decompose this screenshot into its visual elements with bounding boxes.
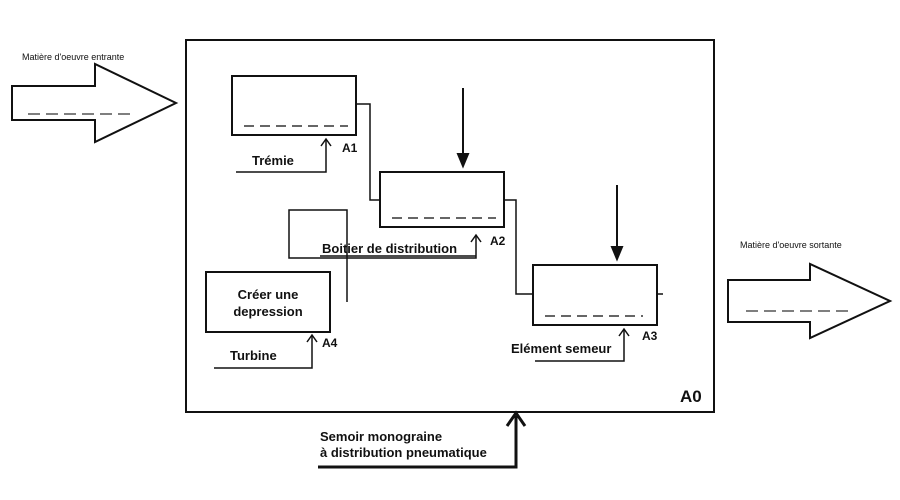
system-label-line1: Semoir monograine (320, 429, 442, 444)
input-label: Matière d'oeuvre entrante (22, 52, 124, 62)
box-a1 (231, 75, 357, 136)
system-mechanism-arrow (318, 410, 527, 469)
control-arrows (456, 88, 624, 262)
mechanism-arrows (214, 137, 630, 369)
a2-mech-arrowhead (470, 233, 482, 243)
a3-mechanism-label: Elément semeur (511, 341, 611, 356)
box-a2 (379, 171, 505, 228)
a0-id: A0 (680, 387, 702, 406)
connectors (288, 103, 663, 302)
box-a4 (205, 271, 331, 333)
box-a3 (532, 264, 658, 326)
a0-frame (185, 39, 715, 413)
input-arrow (11, 62, 179, 144)
a4-title-line1: Créer une (238, 287, 299, 302)
a4-id: A4 (322, 336, 338, 350)
output-label: Matière d'oeuvre sortante (740, 240, 842, 250)
a3-id: A3 (642, 329, 658, 343)
a2-id: A2 (490, 234, 506, 248)
a2-mechanism-label: Boitier de distribution (322, 241, 457, 256)
a4-mechanism-label: Turbine (230, 348, 277, 363)
output-arrow (727, 262, 893, 340)
system-label-line2: à distribution pneumatique (320, 445, 487, 460)
a4-title-line2: depression (233, 304, 302, 319)
a1-mechanism-label: Trémie (252, 153, 294, 168)
a1-id: A1 (342, 141, 358, 155)
